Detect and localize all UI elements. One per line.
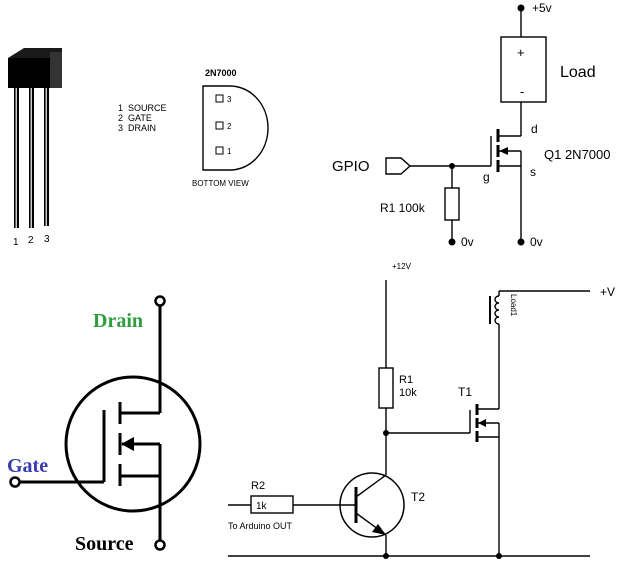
source-terminal: [154, 539, 166, 551]
ground-left-label: 0v: [461, 235, 474, 249]
ground-right-dot: [517, 238, 525, 246]
r1-10k-name: R1: [399, 374, 413, 386]
supply-5v-label: +5v: [532, 1, 552, 15]
q1-mosfet-symbol: [490, 129, 522, 172]
r2-resistor: [250, 495, 294, 514]
to92-body-shadow: [50, 52, 62, 88]
t2-emitter-arrow: [372, 524, 386, 535]
ground-right-label: 0v: [530, 235, 543, 249]
source-label: Source: [75, 533, 134, 555]
drain-d-label: d: [531, 122, 538, 136]
bottom-view-pad-2: [215, 121, 224, 130]
bottom-view-pad-3: [215, 94, 224, 103]
drain-label: Drain: [93, 310, 143, 332]
plus-v-label: +V: [600, 285, 615, 299]
load-plus: +: [517, 45, 525, 60]
bottom-view: 2N7000 3 2 1 BOTTOM VIEW: [192, 68, 269, 188]
r2-value: 1k: [256, 501, 268, 512]
load-box: [500, 36, 547, 103]
bottom-view-caption: BOTTOM VIEW: [192, 179, 249, 188]
to92-body-face: [8, 58, 62, 88]
load-minus: -: [520, 84, 524, 99]
bottom-view-part-name: 2N7000: [205, 68, 237, 78]
t1-arrow: [478, 419, 486, 427]
pinout-gate: 2 GATE: [118, 113, 152, 123]
pinout-drain: 3 DRAIN: [118, 123, 156, 133]
body-arrow: [121, 437, 134, 451]
gate-label: Gate: [7, 455, 48, 477]
q1-label: Q1 2N7000: [544, 147, 611, 162]
ground-junction-t2: [383, 553, 389, 559]
bottom-view-pad-2-label: 2: [227, 122, 232, 131]
load1-label: Load1: [509, 294, 518, 317]
q1-arrow: [499, 147, 508, 155]
arduino-input-label: To Arduino OUT: [228, 521, 293, 531]
gpio-connector: [385, 157, 412, 175]
r1-label: R1 100k: [380, 201, 426, 215]
r1-10k-value: 10k: [399, 387, 417, 399]
mosfet-envelope: [64, 375, 202, 513]
pin-number-1: 1: [13, 237, 19, 248]
pin-number-3: 3: [44, 234, 50, 245]
load-label: Load: [560, 64, 596, 81]
pinout-source: 1 SOURCE: [118, 103, 167, 113]
mosfet-symbol: Drain Gate Source: [7, 295, 202, 555]
source-s-label: s: [530, 165, 536, 179]
t1-mosfet-symbol: [469, 404, 499, 442]
bottom-view-outline: [202, 85, 269, 171]
ground-junction-t1: [496, 553, 502, 559]
to92-lead-2-hl: [30, 88, 32, 228]
pin-number-2: 2: [28, 235, 34, 246]
bottom-view-pad-3-label: 3: [227, 95, 232, 104]
load1-coil: [494, 295, 500, 325]
load1-core-left: [489, 296, 491, 324]
bottom-view-pad-1: [215, 146, 224, 155]
to92-package: 1 2 3: [8, 48, 62, 248]
gate-g-label: g: [483, 170, 490, 184]
to92-lead-3-hl: [45, 88, 47, 226]
pinout-list: 1 SOURCE 2 GATE 3 DRAIN: [118, 103, 167, 133]
bottom-view-pad-1-label: 1: [227, 147, 232, 156]
supply-12v-label: +12V: [392, 262, 412, 271]
circuit-arduino-load: +12V R1 10k T1 +V Load1: [228, 262, 615, 559]
circuit-gpio-load: +5v + - Load d Q1 2N7000 s 0v GPIO: [332, 1, 611, 249]
ground-left-dot: [448, 238, 456, 246]
drain-terminal: [154, 295, 166, 307]
t1-label: T1: [458, 385, 472, 399]
r1-resistor: [444, 187, 460, 221]
r1-10k-resistor: [378, 367, 394, 409]
t2-collector: [355, 474, 387, 498]
gpio-label: GPIO: [332, 158, 370, 175]
to92-lead-1-hl: [15, 88, 17, 228]
t2-label: T2: [411, 490, 425, 504]
gate-terminal: [9, 476, 21, 488]
r2-name: R2: [251, 480, 265, 492]
